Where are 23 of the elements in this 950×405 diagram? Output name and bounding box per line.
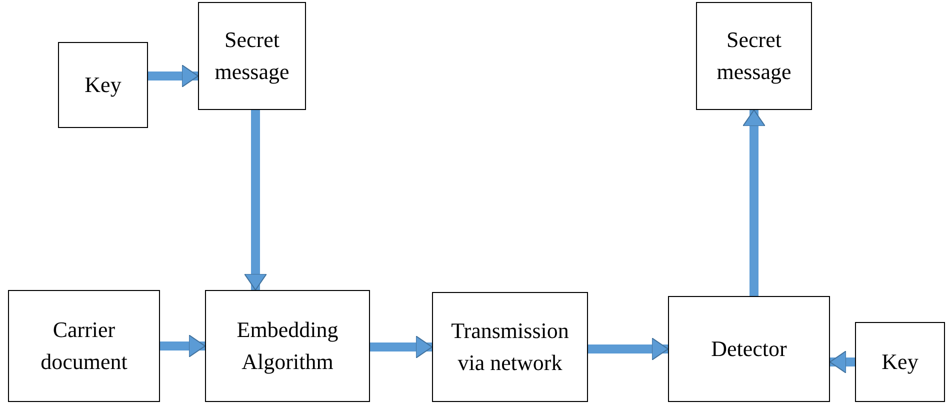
box-label: Secret message [214,26,290,86]
box-label: Carrier document [40,316,128,376]
process-box [855,322,945,402]
process-box [668,296,830,402]
arrow [742,110,766,296]
process-box [432,292,588,402]
arrow [148,64,198,88]
arrow [370,336,432,358]
box-label: Embedding Algorithm [236,316,340,376]
arrow [244,110,267,290]
arrow [588,338,668,360]
box-label: Detector [711,335,787,364]
box-label: Key [84,71,122,100]
process-box [58,42,148,128]
process-box [696,2,812,110]
process-box [198,2,306,110]
process-box [8,290,160,402]
arrow [830,350,855,374]
box-label: Transmission via network [450,317,570,377]
box-label: Key [882,348,918,376]
process-box [205,290,370,402]
box-label: Secret message [716,26,792,86]
arrow [160,334,206,358]
